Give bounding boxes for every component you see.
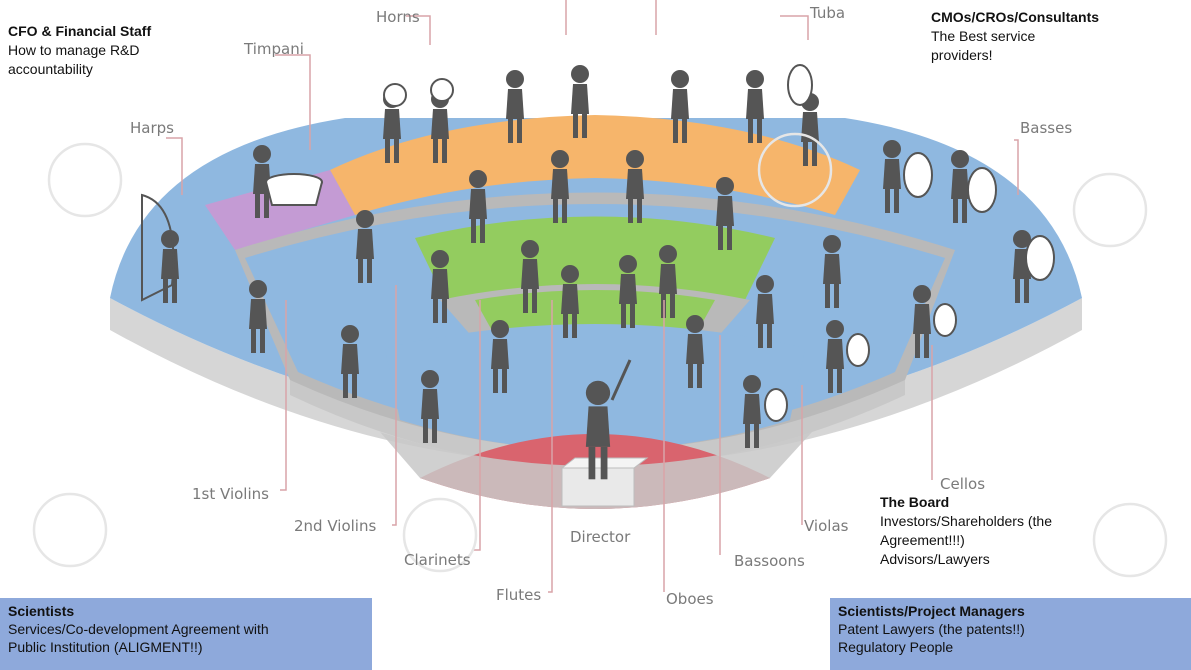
instruments (141, 64, 1055, 422)
tuba-label: Tuba (809, 4, 845, 22)
clarinets-label: Clarinets (404, 551, 471, 569)
cfo-note-line: How to manage R&D (8, 42, 140, 58)
board-note-line: Investors/Shareholders (the (880, 513, 1052, 529)
oboes-label: Oboes (666, 590, 714, 608)
cfo-note-title: CFO & Financial Staff (8, 23, 152, 39)
scientists-box-line: Services/Co-development Agreement with (8, 621, 269, 637)
flutes-label: Flutes (496, 586, 541, 604)
horns-label: Horns (376, 8, 420, 26)
cmo-note-line: providers! (931, 47, 993, 63)
podium (561, 467, 635, 507)
leader-lines (166, 0, 1019, 593)
project-managers-box-line: Patent Lawyers (the patents!!) (838, 621, 1025, 637)
second-violins-label: 2nd Violins (294, 517, 376, 535)
scientists-box-title: Scientists (8, 603, 75, 619)
cmo-note: CMOs/CROs/Consultants The Best service p… (931, 8, 1151, 65)
scientists-box: Scientists Services/Co-development Agree… (0, 598, 372, 670)
cfo-note-line: accountability (8, 61, 93, 77)
director-label: Director (570, 528, 631, 546)
bassoons-label: Bassoons (734, 552, 805, 570)
basses-label: Basses (1020, 119, 1072, 137)
watermarks (32, 132, 1168, 578)
harps-label: Harps (130, 119, 174, 137)
conductor-figure (585, 359, 632, 480)
cmo-note-title: CMOs/CROs/Consultants (931, 9, 1100, 25)
board-note-line: Agreement!!!) (880, 532, 965, 548)
board-note-line: Advisors/Lawyers (880, 551, 990, 567)
cfo-note: CFO & Financial Staff How to manage R&D … (8, 22, 208, 79)
project-managers-box: Scientists/Project Managers Patent Lawye… (830, 598, 1191, 670)
timpani-label: Timpani (243, 40, 304, 58)
horns-section (330, 115, 860, 215)
board-note-title: The Board (880, 494, 950, 510)
first-violins-label: 1st Violins (192, 485, 269, 503)
project-managers-box-line: Regulatory People (838, 639, 954, 655)
scientists-box-line: Public Institution (ALIGMENT!!) (8, 639, 203, 655)
violas-label: Violas (804, 517, 849, 535)
platform-base (110, 298, 1082, 465)
board-note: The Board Investors/Shareholders (the Ag… (880, 493, 1110, 569)
cmo-note-line: The Best service (931, 28, 1036, 44)
project-managers-box-title: Scientists/Project Managers (838, 603, 1025, 619)
woodwind-section (415, 216, 775, 300)
cellos-label: Cellos (940, 475, 985, 493)
